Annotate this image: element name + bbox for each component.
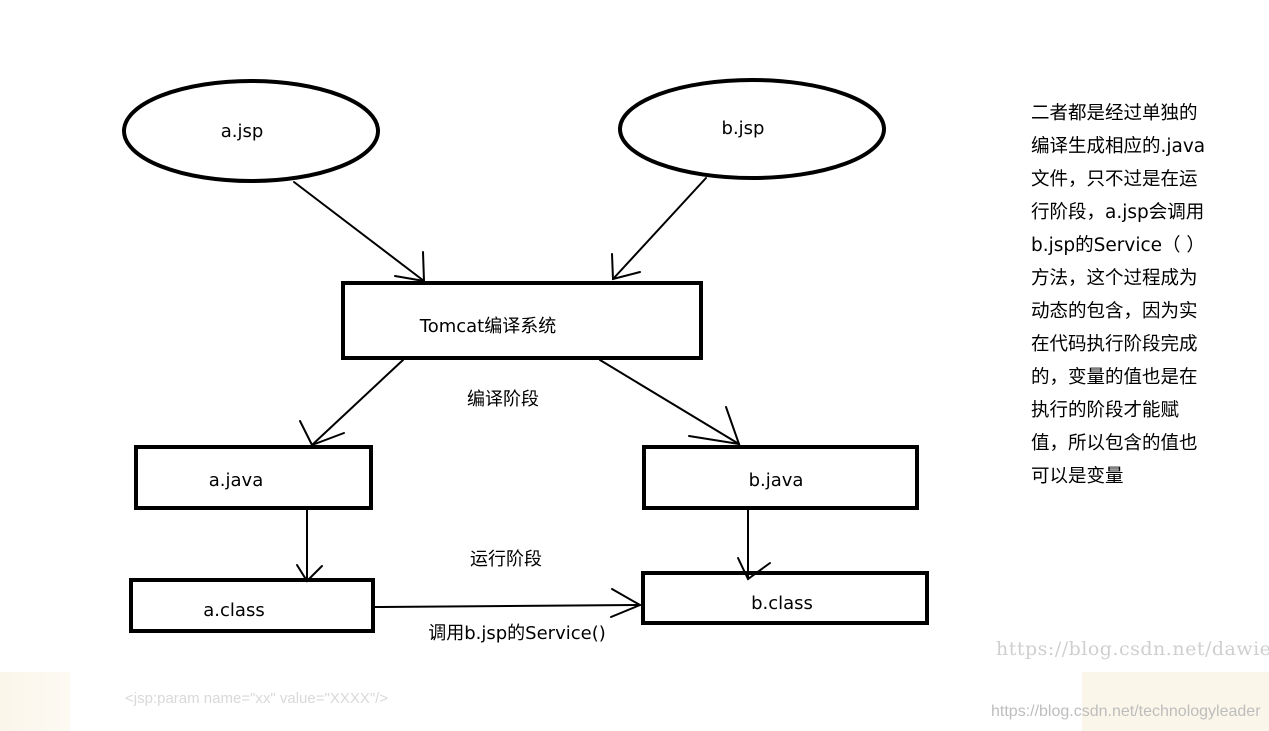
edge-b-java-to-b-class [737,508,771,581]
background-code-text: <jsp:param name="xx" value="XXXX"/> [125,690,389,707]
node-a-java: a.java [134,445,373,510]
edge-b-jsp-to-tomcat [611,177,707,281]
node-b-java: b.java [642,445,919,510]
csdn-watermark: https://blog.csdn.net/technologyleader [991,703,1261,720]
node-a-jsp: a.jsp [122,79,380,183]
bottom-strip-left-tint [0,672,70,731]
node-a-class: a.class [129,578,375,633]
node-a-jsp-label: a.jsp [221,121,264,142]
explanation-note: 二者都是经过单独的编译生成相应的.java文件，只不过是在运行阶段，a.jsp会… [1031,103,1206,487]
edge-tomcat-to-b-java [599,359,741,446]
node-b-jsp: b.jsp [618,78,886,180]
edge-a-java-to-a-class [296,508,323,583]
bottom-strip [0,672,1269,731]
blog-watermark: https://blog.csdn.net/dawiel [996,638,1269,660]
node-a-java-label: a.java [209,470,263,491]
phase-run-label: 运行阶段 [470,549,542,570]
node-tomcat-shape [341,281,703,360]
edge-tomcat-to-a-java [299,359,404,447]
node-b-java-label: b.java [749,470,804,491]
node-tomcat: Tomcat编译系统 [341,281,703,360]
node-b-class: b.class [641,571,929,625]
phase-compile-label: 编译阶段 [467,389,539,410]
node-a-class-shape [129,578,375,633]
node-b-class-shape [641,571,929,625]
node-a-class-label: a.class [203,600,264,621]
edge-a-jsp-to-tomcat [293,181,426,283]
node-b-java-shape [642,445,919,510]
node-b-class-label: b.class [751,593,813,614]
node-a-java-shape [134,445,373,510]
node-tomcat-label: Tomcat编译系统 [419,316,556,337]
node-b-jsp-shape [618,78,886,180]
edge-call-service-label: 调用b.jsp的Service() [428,623,606,644]
node-b-jsp-label: b.jsp [722,118,765,139]
bottom-strip-right-tint [1082,672,1269,731]
edge-a-class-to-b-class [374,588,643,618]
node-a-jsp-shape [122,79,380,183]
